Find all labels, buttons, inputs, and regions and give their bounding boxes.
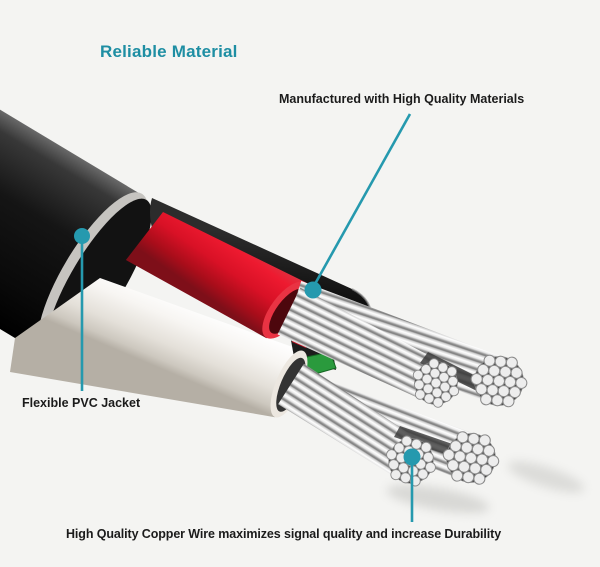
- red-wire-insulation: [125, 212, 306, 339]
- callout-copper-label: High Quality Copper Wire maximizes signa…: [66, 527, 502, 541]
- copper-strand-bundle-upper-left: [277, 287, 446, 402]
- callout-dot-materials: [304, 281, 322, 299]
- callout-dot-copper: [403, 448, 421, 466]
- callout-materials-label: Manufactured with High Quality Materials: [279, 92, 525, 106]
- callout-jacket-label: Flexible PVC Jacket: [22, 396, 141, 410]
- copper-strand-bundle-lower-left: [278, 363, 423, 480]
- figure-title: Reliable Material: [100, 42, 238, 61]
- callout-dot-jacket: [74, 228, 90, 244]
- callout-line-materials: [313, 113, 412, 285]
